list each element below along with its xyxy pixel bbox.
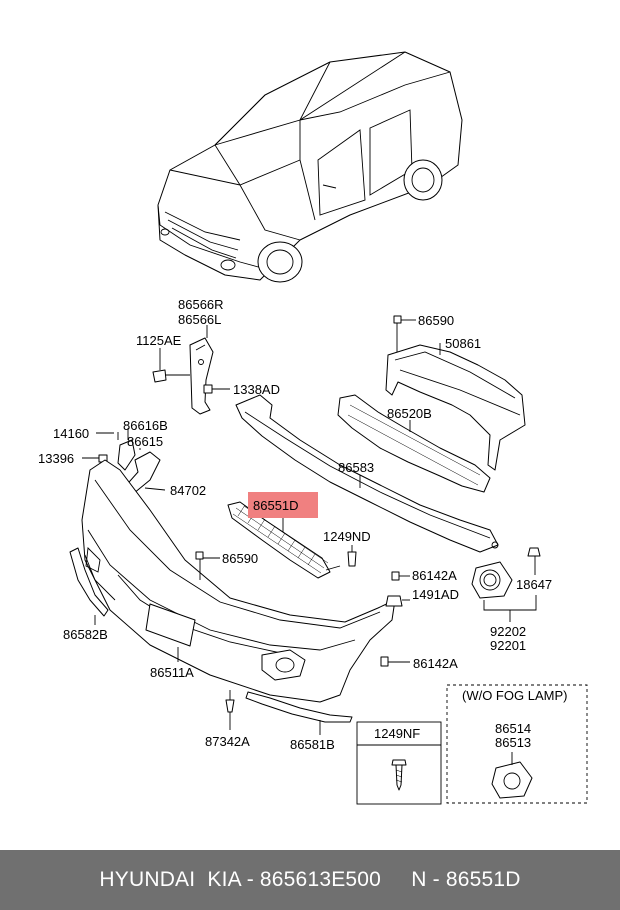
inset-box-wo-fog-lamp (446, 684, 588, 804)
label-86583: 86583 (338, 460, 374, 475)
label-86142A-upper: 86142A (412, 568, 457, 583)
label-86615: 86615 (127, 434, 163, 449)
label-86142A-lower: 86142A (413, 656, 458, 671)
clip-86142A-lower (380, 656, 410, 667)
label-86581B: 86581B (290, 737, 335, 752)
label-50861: 50861 (445, 336, 481, 351)
reinforcement-50861 (385, 315, 526, 471)
label-86514: 86514 (495, 721, 531, 736)
label-86513: 86513 (495, 735, 531, 750)
label-86566L: 86566L (178, 312, 221, 327)
label-86582B: 86582B (63, 627, 108, 642)
clip-1338AD (203, 384, 230, 394)
label-92201: 92201 (490, 638, 526, 653)
label-86590-lower: 86590 (222, 551, 258, 566)
nut-1491AD (385, 595, 410, 607)
parts-diagram: 86566R 86566L 1125AE 1338AD 86590 50861 … (38, 51, 588, 805)
label-86511A: 86511A (150, 665, 194, 680)
vehicle-illustration (157, 51, 463, 283)
bolt-1125AE (152, 348, 190, 383)
clip-87342A (225, 699, 235, 730)
clip-86590-lower (195, 551, 220, 580)
fog-lamp (471, 547, 541, 622)
label-wo-fog-lamp: (W/O FOG LAMP) (462, 688, 567, 703)
bumper-cover-86511A (81, 459, 396, 705)
label-86616B: 86616B (123, 418, 168, 433)
label-1249ND: 1249ND (323, 529, 371, 544)
clip-86142A-upper (391, 571, 410, 581)
label-1338AD: 1338AD (233, 382, 280, 397)
label-86520B: 86520B (387, 406, 432, 421)
side-bracket (189, 325, 214, 415)
label-86566R: 86566R (178, 297, 224, 312)
label-86590-upper: 86590 (418, 313, 454, 328)
label-1249NF: 1249NF (374, 726, 420, 741)
label-86551D: 86551D (253, 498, 299, 513)
lower-strip-86581B (245, 691, 353, 735)
label-92202: 92202 (490, 624, 526, 639)
highlight-box (248, 492, 318, 518)
beam-86583 (235, 394, 499, 553)
screw-1249ND (325, 545, 357, 571)
label-18647: 18647 (516, 577, 552, 592)
label-87342A: 87342A (205, 734, 250, 749)
side-strip-86582B (69, 547, 109, 625)
label-1491AD: 1491AD (412, 587, 459, 602)
label-1125AE: 1125AE (136, 333, 182, 348)
label-84702: 84702 (170, 483, 206, 498)
part-number-footer: HYUNDAI KIA - 865613E500 N - 86551D (0, 850, 620, 910)
footer-text: HYUNDAI KIA - 865613E500 N - 86551D (99, 868, 521, 891)
inset-box-1249NF (356, 721, 442, 805)
label-14160: 14160 (53, 426, 89, 441)
absorber-86520B (337, 394, 491, 493)
label-13396: 13396 (38, 451, 74, 466)
